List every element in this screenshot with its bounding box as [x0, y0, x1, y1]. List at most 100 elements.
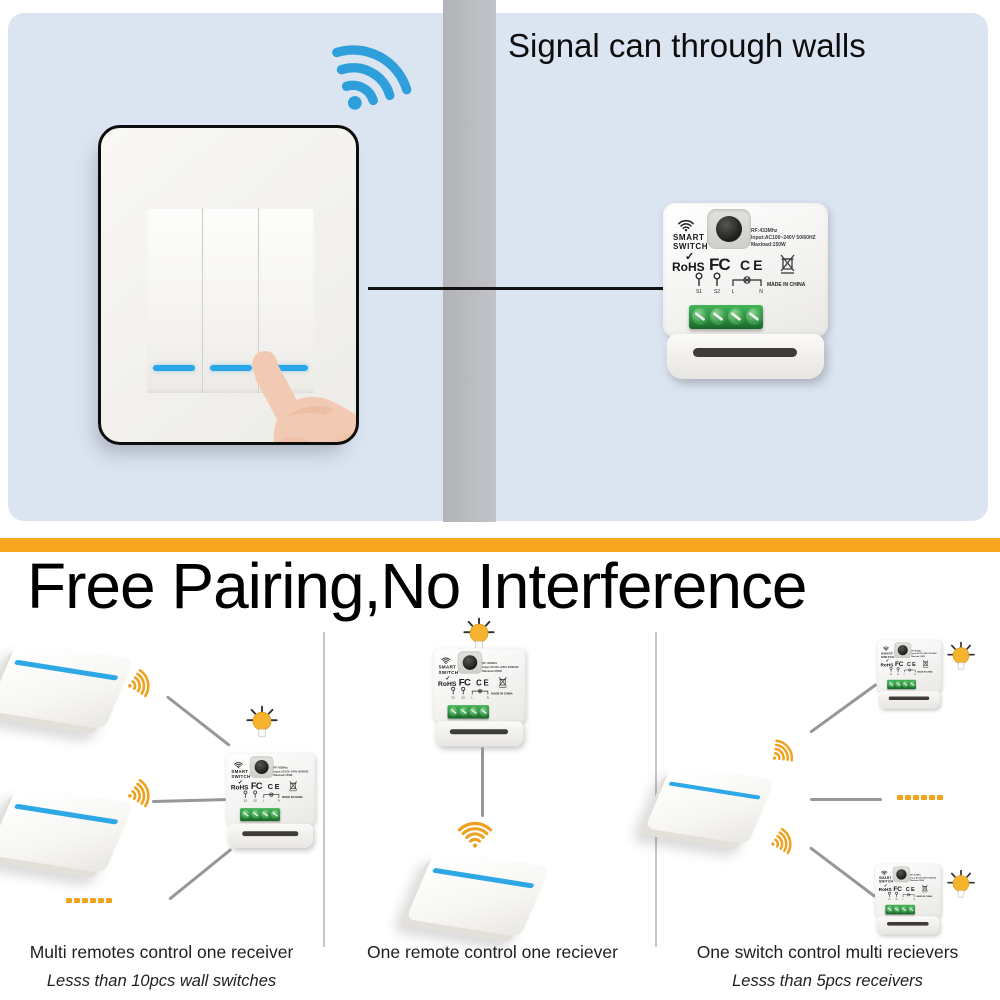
- indicator-light: [153, 364, 196, 371]
- svg-text:S2: S2: [462, 695, 466, 699]
- terminal-screw: [469, 706, 479, 717]
- pairing-button: [716, 216, 742, 242]
- wifi-signal-icon: [332, 45, 412, 110]
- more-devices-dots: [897, 795, 943, 800]
- mounting-slot: [449, 729, 509, 735]
- terminal-block: [885, 904, 915, 915]
- wiring-diagram: S1 S2 L N: [243, 790, 280, 803]
- terminal-screw: [886, 906, 894, 913]
- remote-switch: [0, 640, 135, 730]
- terminal-screw: [241, 809, 251, 819]
- indicator-light: [431, 867, 535, 889]
- radio-wave-icon: [128, 778, 150, 808]
- receiver-specs: RF:433Mhz Input:AC100~240V 50/60HZ Maxlo…: [911, 649, 937, 658]
- terminal-screw: [270, 809, 280, 819]
- bulb-icon: [947, 869, 975, 898]
- bulb-icon: [246, 705, 278, 738]
- receiver-specs: RF:433Mhz Input:AC100~240V 50/60HZ Maxlo…: [910, 874, 937, 882]
- bulb-icon: [947, 641, 975, 670]
- column-caption: One remote control one reciever: [367, 942, 618, 962]
- receiver-slot-col1: SMART SWITCH RF:433Mhz Input:AC100~240V …: [226, 753, 391, 930]
- svg-text:S1: S1: [451, 695, 455, 699]
- terminal-screw: [893, 906, 901, 913]
- terminal-screw: [901, 906, 908, 913]
- rocker-button-2: [203, 209, 258, 393]
- rohs-mark: ✓ RoHS: [880, 658, 894, 668]
- terminal-screw: [888, 680, 895, 688]
- svg-text:S2: S2: [897, 674, 899, 676]
- radio-wave-icon: [457, 821, 493, 848]
- column-divider: [323, 632, 325, 947]
- terminal-screw: [459, 706, 469, 717]
- receiver-module: SMART SWITCH RF:433Mhz Input:AC100~240V …: [877, 640, 942, 709]
- fcc-mark: FC: [893, 884, 902, 893]
- ce-mark: CE: [907, 661, 917, 668]
- wiring-diagram: S1 S2 L N: [889, 667, 917, 676]
- connection-line: [151, 798, 227, 803]
- fcc-mark: FC: [458, 677, 471, 688]
- pointing-hand: [252, 351, 359, 445]
- wiring-diagram: S1 S2 L N: [695, 272, 763, 295]
- indicator-light: [13, 659, 119, 681]
- mounting-slot: [888, 696, 930, 701]
- pairing-button-recess: [457, 651, 483, 674]
- indicator-light: [668, 781, 761, 800]
- receiver-slot-col2: SMART SWITCH RF:433Mhz Input:AC100~240V …: [433, 648, 598, 825]
- column-note: Lesss than 5pcs receivers: [732, 972, 923, 990]
- terminal-screw: [895, 680, 902, 688]
- receiver-base: [667, 334, 824, 379]
- pairing-button: [254, 760, 269, 775]
- connection-line: [809, 846, 877, 898]
- fcc-mark: FC: [894, 660, 904, 668]
- ce-mark: CE: [476, 678, 491, 688]
- terminal-screw: [746, 308, 763, 325]
- terminal-screw: [261, 809, 271, 819]
- connection-line: [481, 747, 484, 817]
- remote-switch: [0, 784, 135, 874]
- receiver-brand-label: SMART SWITCH: [438, 664, 459, 675]
- svg-text:N: N: [759, 289, 763, 295]
- wiring-diagram: S1 S2 L N: [451, 686, 489, 699]
- column-caption: Multi remotes control one receiver: [29, 942, 294, 962]
- receiver-brand-label: SMART SWITCH: [673, 233, 709, 251]
- column-note: Lesss than 10pcs wall switches: [46, 972, 277, 990]
- radio-wave-icon: [772, 739, 794, 762]
- made-in-label: MADE IN CHINA: [767, 282, 806, 288]
- svg-text:S1: S1: [888, 899, 891, 901]
- svg-text:S2: S2: [895, 899, 898, 901]
- receiver-specs: RF:433Mhz Input:AC100~240V 50/60HZ Maxlo…: [273, 766, 309, 778]
- switch-plate: [98, 125, 359, 445]
- wifi-arcs-icon: [881, 870, 888, 876]
- terminal-block: [887, 679, 916, 690]
- receiver-slot-col3-bottom: SMART SWITCH RF:433Mhz Input:AC100~240V …: [875, 864, 1000, 1000]
- radio-wave-icon: [771, 827, 792, 855]
- receiver-brand-label: SMART SWITCH: [880, 651, 895, 659]
- terminal-screw: [449, 706, 459, 717]
- weee-bin-icon: [289, 780, 298, 792]
- receiver-body: SMART SWITCH RF:433Mhz Input:AC100~240V …: [663, 203, 828, 337]
- pairing-button-recess: [249, 756, 274, 778]
- radio-wave-icon: [128, 668, 150, 698]
- receiver-base: [228, 823, 313, 849]
- weee-bin-icon: [780, 254, 795, 274]
- terminal-screw: [909, 680, 916, 688]
- svg-text:N: N: [487, 695, 489, 699]
- pairing-button: [896, 869, 907, 880]
- indicator-light: [209, 364, 252, 371]
- svg-text:S2: S2: [714, 289, 720, 295]
- svg-text:L: L: [904, 674, 906, 676]
- svg-text:L: L: [902, 899, 904, 901]
- check-icon: ✓: [685, 251, 695, 263]
- check-icon: ✓: [885, 658, 890, 664]
- terminal-screw: [902, 680, 909, 688]
- receiver-module: SMART SWITCH RF:433Mhz Input:AC100~240V …: [875, 864, 941, 935]
- receiver-body: SMART SWITCH RF:433Mhz Input:AC100~240V …: [877, 640, 942, 693]
- terminal-block: [240, 808, 280, 822]
- rocker-button-1: [147, 209, 202, 393]
- wifi-arcs-icon: [441, 657, 451, 664]
- receiver-brand-label: SMART SWITCH: [231, 769, 251, 779]
- weee-bin-icon: [921, 884, 928, 893]
- more-devices-dots: [66, 898, 112, 903]
- check-icon: ✓: [445, 674, 451, 682]
